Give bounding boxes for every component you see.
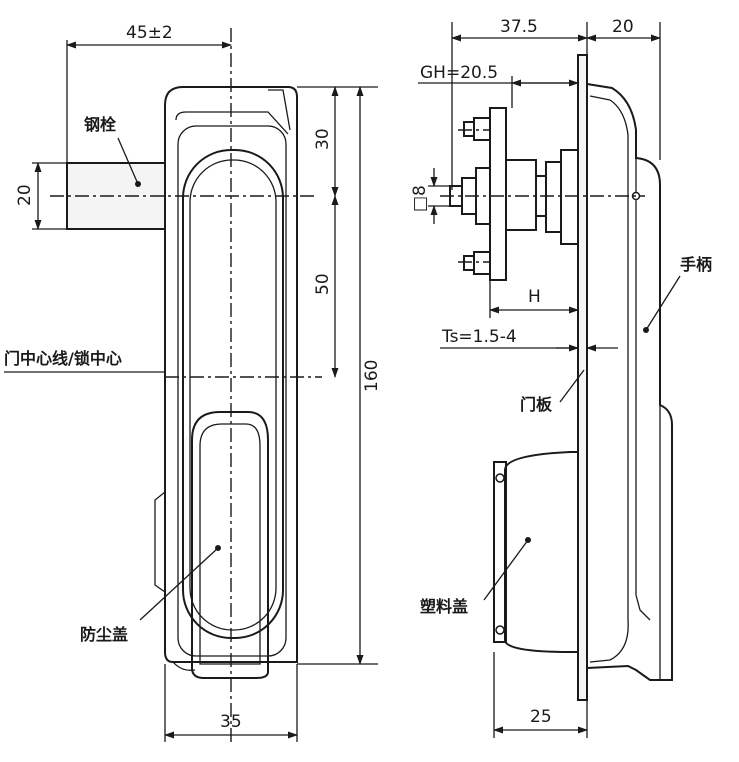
- dim-depth-front: 37.5: [500, 17, 538, 37]
- label-plastic-cover: 塑料盖: [420, 597, 468, 616]
- dim-middle: 50: [313, 273, 333, 295]
- front-inner-frame: [177, 125, 287, 657]
- dim-total-height: 160: [362, 360, 382, 392]
- dim-bolt-height: 20: [15, 184, 35, 206]
- dim-upper: 30: [313, 128, 333, 150]
- plastic-cover: [504, 451, 578, 653]
- dust-cover: [191, 411, 269, 679]
- dim-ts: Ts=1.5-4: [441, 327, 517, 347]
- dim-depth-back: 20: [612, 17, 634, 37]
- dim-gh: GH=20.5: [420, 63, 498, 83]
- label-bolt: 钢栓: [84, 115, 117, 134]
- dim-width-top: 45±2: [126, 23, 173, 43]
- label-center-line: 门中心线/锁中心: [4, 349, 122, 368]
- lock-core: [560, 149, 579, 245]
- dim-h: H: [528, 287, 541, 307]
- front-view: 45±2 20 30 50 160 35 钢栓 门中心线/锁中心 防尘盖: [4, 23, 382, 742]
- dim-bottom: 25: [530, 707, 552, 727]
- handle-body: [586, 83, 673, 681]
- dim-width-bottom: 35: [220, 712, 242, 732]
- label-door-panel: 门板: [520, 395, 553, 414]
- label-dust-cover: 防尘盖: [80, 625, 128, 644]
- front-housing: [164, 86, 298, 663]
- label-handle: 手柄: [680, 255, 712, 274]
- side-view: 37.5 20 GH=20.5 □8 H Ts=1.5-4 25 手柄 门板: [410, 17, 712, 738]
- door-panel-plate: [577, 54, 588, 701]
- upper-oval-recess: [182, 149, 284, 639]
- dim-square: □8: [410, 185, 430, 212]
